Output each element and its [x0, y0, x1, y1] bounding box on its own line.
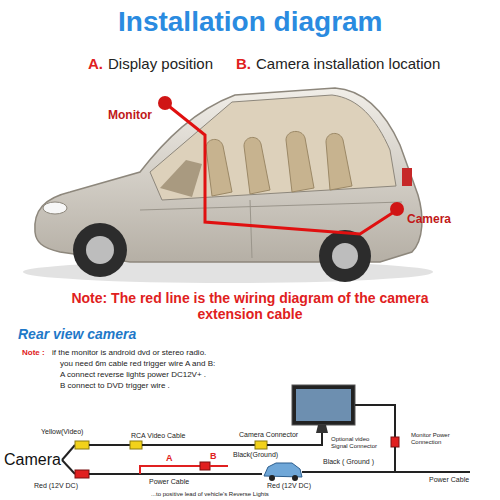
wiring-drawing-part	[75, 470, 89, 478]
wiring-drawing-part	[391, 437, 399, 447]
wiring-drawing-part	[355, 405, 395, 437]
wire-label: Yellow(Video)	[40, 428, 84, 436]
page-title: Installation diagram	[118, 6, 383, 38]
wiring-drawing-part	[62, 445, 75, 460]
wiring-drawing-part	[75, 441, 89, 449]
note-text: B connect to DVD trigger wire .	[60, 381, 170, 390]
car-illustration-part	[165, 103, 397, 234]
wire-note: ...to positive lead of vehicle's Reverse…	[150, 491, 270, 498]
wiring-drawing-part	[130, 441, 142, 449]
wiring-drawing-part	[316, 425, 328, 433]
option-text: Display position	[108, 55, 213, 72]
wire-letter: A	[166, 453, 173, 463]
wire-letter: B	[210, 451, 217, 461]
wiring-drawing-part	[89, 473, 262, 475]
note-text: A connect reverse lights power DC12V+ .	[60, 370, 206, 379]
wire-label: Red (12V DC)	[33, 482, 79, 490]
wiring-drawing-part	[140, 466, 200, 474]
connector-label: Monitor Power Connection	[410, 432, 472, 446]
note-text: Note: The red line is the wiring diagram…	[60, 290, 440, 322]
car-illustration-part	[150, 95, 396, 200]
wiring-drawing-part	[264, 463, 302, 477]
wire-label: Red (12V DC)	[266, 482, 312, 490]
car-illustration-part	[86, 236, 114, 264]
note-text: if the monitor is android dvd or stereo …	[52, 348, 206, 357]
part-label: Monitor	[108, 109, 152, 123]
car-illustration-part	[326, 133, 352, 190]
car-illustration-part	[73, 223, 127, 277]
section-heading: Rear view camera	[18, 326, 136, 342]
wiring-drawing-part	[200, 462, 210, 470]
option-text: Camera installation location	[256, 55, 440, 72]
car-illustration	[23, 88, 433, 283]
cable-label: Power Cable	[148, 478, 190, 486]
connector-label: Optional video Signal Connector	[330, 436, 388, 450]
car-illustration-part	[206, 139, 232, 196]
note-text: you need 6m cable red trigger wire A and…	[60, 359, 215, 368]
car-illustration-part	[250, 200, 252, 258]
car-illustration-part	[319, 230, 371, 282]
note-text: Note :	[22, 348, 45, 357]
wiring-drawing-part	[302, 471, 395, 473]
wiring-drawing-part	[292, 475, 298, 481]
car-illustration-part	[244, 137, 270, 194]
wiring-drawing-part	[296, 389, 351, 421]
car-illustration-part	[402, 168, 412, 186]
wire-label: Black(Ground)	[232, 451, 279, 459]
car-illustration-part	[160, 160, 202, 197]
option-letter: B.	[236, 55, 251, 72]
car-illustration-part	[158, 96, 172, 110]
wiring-drawing-part	[269, 475, 275, 481]
car-illustration-part	[43, 202, 67, 214]
option-letter: A.	[88, 55, 103, 72]
wiring-drawing	[62, 385, 470, 481]
car-illustration-part	[390, 202, 404, 216]
wiring-drawing-part	[395, 447, 470, 472]
wiring-drawing-part	[210, 465, 228, 467]
cable-label: Power Cable	[428, 476, 470, 484]
wiring-drawing-part	[142, 444, 255, 446]
part-label: Camera	[407, 213, 451, 227]
car-illustration-part	[140, 202, 402, 210]
wiring-drawing-part	[292, 385, 355, 425]
cable-label: RCA Video Cable	[130, 432, 186, 440]
car-illustration-part	[332, 243, 358, 269]
wiring-drawing-part	[62, 460, 75, 474]
device-label: Camera	[4, 451, 61, 469]
wiring-drawing-part	[89, 444, 130, 446]
connector-label: Camera Connector	[238, 431, 299, 439]
wiring-drawing-part	[255, 441, 267, 449]
wire-label: Black ( Ground )	[322, 458, 375, 466]
car-illustration-part	[286, 131, 314, 192]
